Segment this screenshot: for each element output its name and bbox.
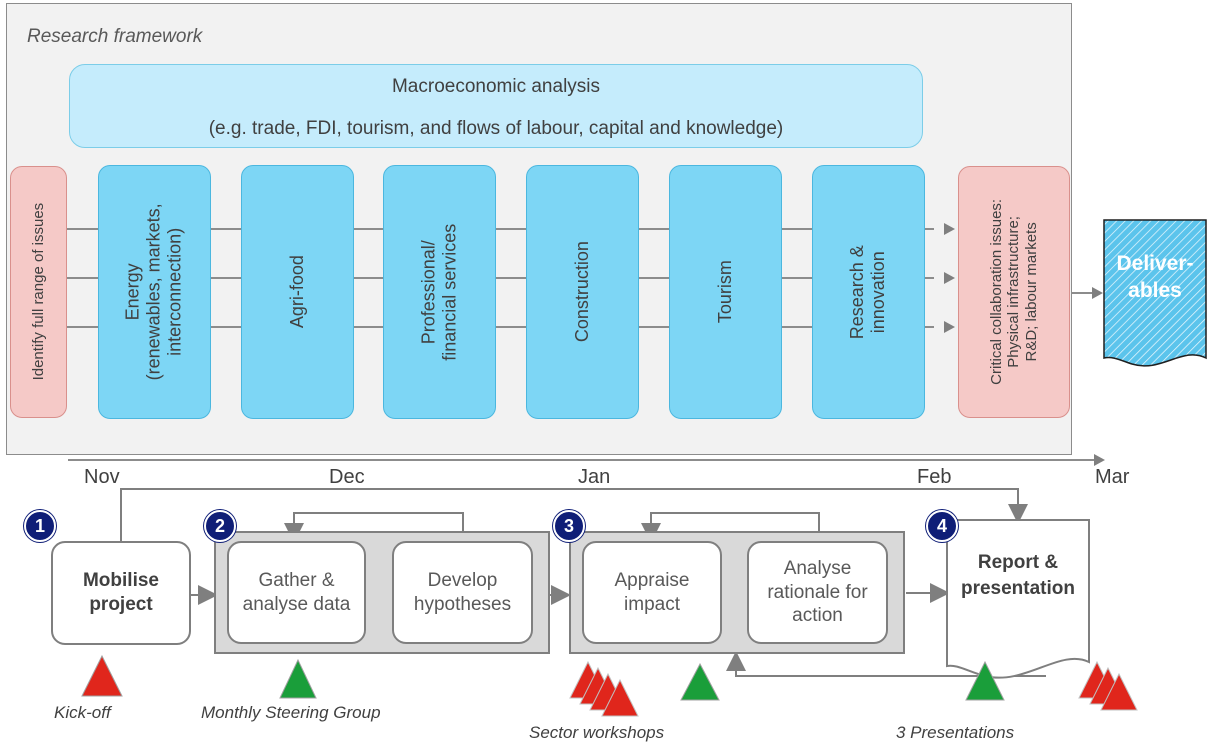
- flow-arrow-top: [944, 223, 955, 235]
- mobilise-line: project: [89, 594, 153, 615]
- report-line: Report &: [977, 552, 1059, 573]
- gather-line: Gather &: [258, 569, 335, 591]
- stage-number-3: 3: [553, 510, 585, 542]
- deliverables-document: [1103, 219, 1207, 367]
- presentations-label: 3 Presentations: [896, 723, 1015, 742]
- workshop-markers: [569, 660, 639, 717]
- deliverables-arrow: [1092, 287, 1103, 299]
- month-jan: Jan: [578, 466, 611, 488]
- flow-arrow-bottom: [944, 321, 955, 333]
- flow-line-middle: [66, 277, 934, 279]
- month-nov: Nov: [84, 466, 120, 488]
- month-dec: Dec: [329, 466, 365, 488]
- gather-line: analyse data: [242, 593, 351, 615]
- deliverables-line: Deliver-: [1116, 252, 1194, 275]
- critical-issues-box: Critical collaboration issues:Physical i…: [958, 166, 1070, 418]
- deliverables-connector: [1072, 292, 1094, 294]
- steering-marker-jan: [680, 662, 720, 701]
- timeline-arrow: [1094, 454, 1105, 466]
- sector-professional-box: Professional/financial services: [383, 165, 496, 419]
- macroeconomic-analysis-box: [69, 64, 923, 148]
- sector-tourism-box: Tourism: [669, 165, 782, 419]
- flow-line-top: [66, 228, 934, 230]
- analyse-line: action: [792, 605, 843, 627]
- sector-workshops-label: Sector workshops: [529, 723, 665, 742]
- report-document-shape: [946, 519, 1090, 679]
- analyse-line: Analyse: [783, 557, 852, 579]
- sector-agrifood-box: Agri-food: [241, 165, 354, 419]
- develop-line: hypotheses: [413, 593, 512, 615]
- flow-line-bottom: [66, 326, 934, 328]
- kickoff-label: Kick-off: [54, 703, 111, 722]
- steering-marker: [279, 658, 317, 699]
- sector-research-box: Research &innovation: [812, 165, 925, 419]
- steering-group-label: Monthly Steering Group: [201, 703, 381, 722]
- month-feb: Feb: [917, 466, 952, 488]
- framework-title: Research framework: [27, 26, 203, 47]
- identify-issues-box: Identify full range of issues: [10, 166, 67, 418]
- stage-number-1: 1: [24, 510, 56, 542]
- macro-subtitle: (e.g. trade, FDI, tourism, and flows of …: [208, 118, 784, 139]
- deliverables-label: Deliver- ables: [1102, 250, 1208, 305]
- analyse-line: rationale for: [767, 581, 868, 603]
- gather-analyse-box: Gather &analyse data: [227, 541, 366, 644]
- appraise-line: impact: [624, 593, 680, 615]
- sector-construction-box: Construction: [526, 165, 639, 419]
- deliverables-line: ables: [1128, 279, 1182, 303]
- report-line: presentation: [960, 577, 1076, 599]
- timeline-axis: [68, 459, 1096, 461]
- mobilise-line: Mobilise: [82, 570, 159, 592]
- stage-number-4: 4: [926, 510, 958, 542]
- flow-arrow-middle: [944, 272, 955, 284]
- stage-number-2: 2: [204, 510, 236, 542]
- kickoff-marker: [81, 654, 123, 697]
- milestone-markers: [81, 654, 1138, 717]
- develop-line: Develop: [427, 569, 498, 591]
- macro-title: Macroeconomic analysis: [391, 76, 601, 97]
- presentation-markers: [1078, 660, 1138, 711]
- month-mar: Mar: [1095, 466, 1130, 488]
- report-label: Report & presentation: [945, 550, 1091, 601]
- steering-marker-feb: [965, 660, 1005, 701]
- appraise-line: Appraise: [614, 569, 690, 591]
- sector-energy-box: Energy(renewables, markets,interconnecti…: [98, 165, 211, 419]
